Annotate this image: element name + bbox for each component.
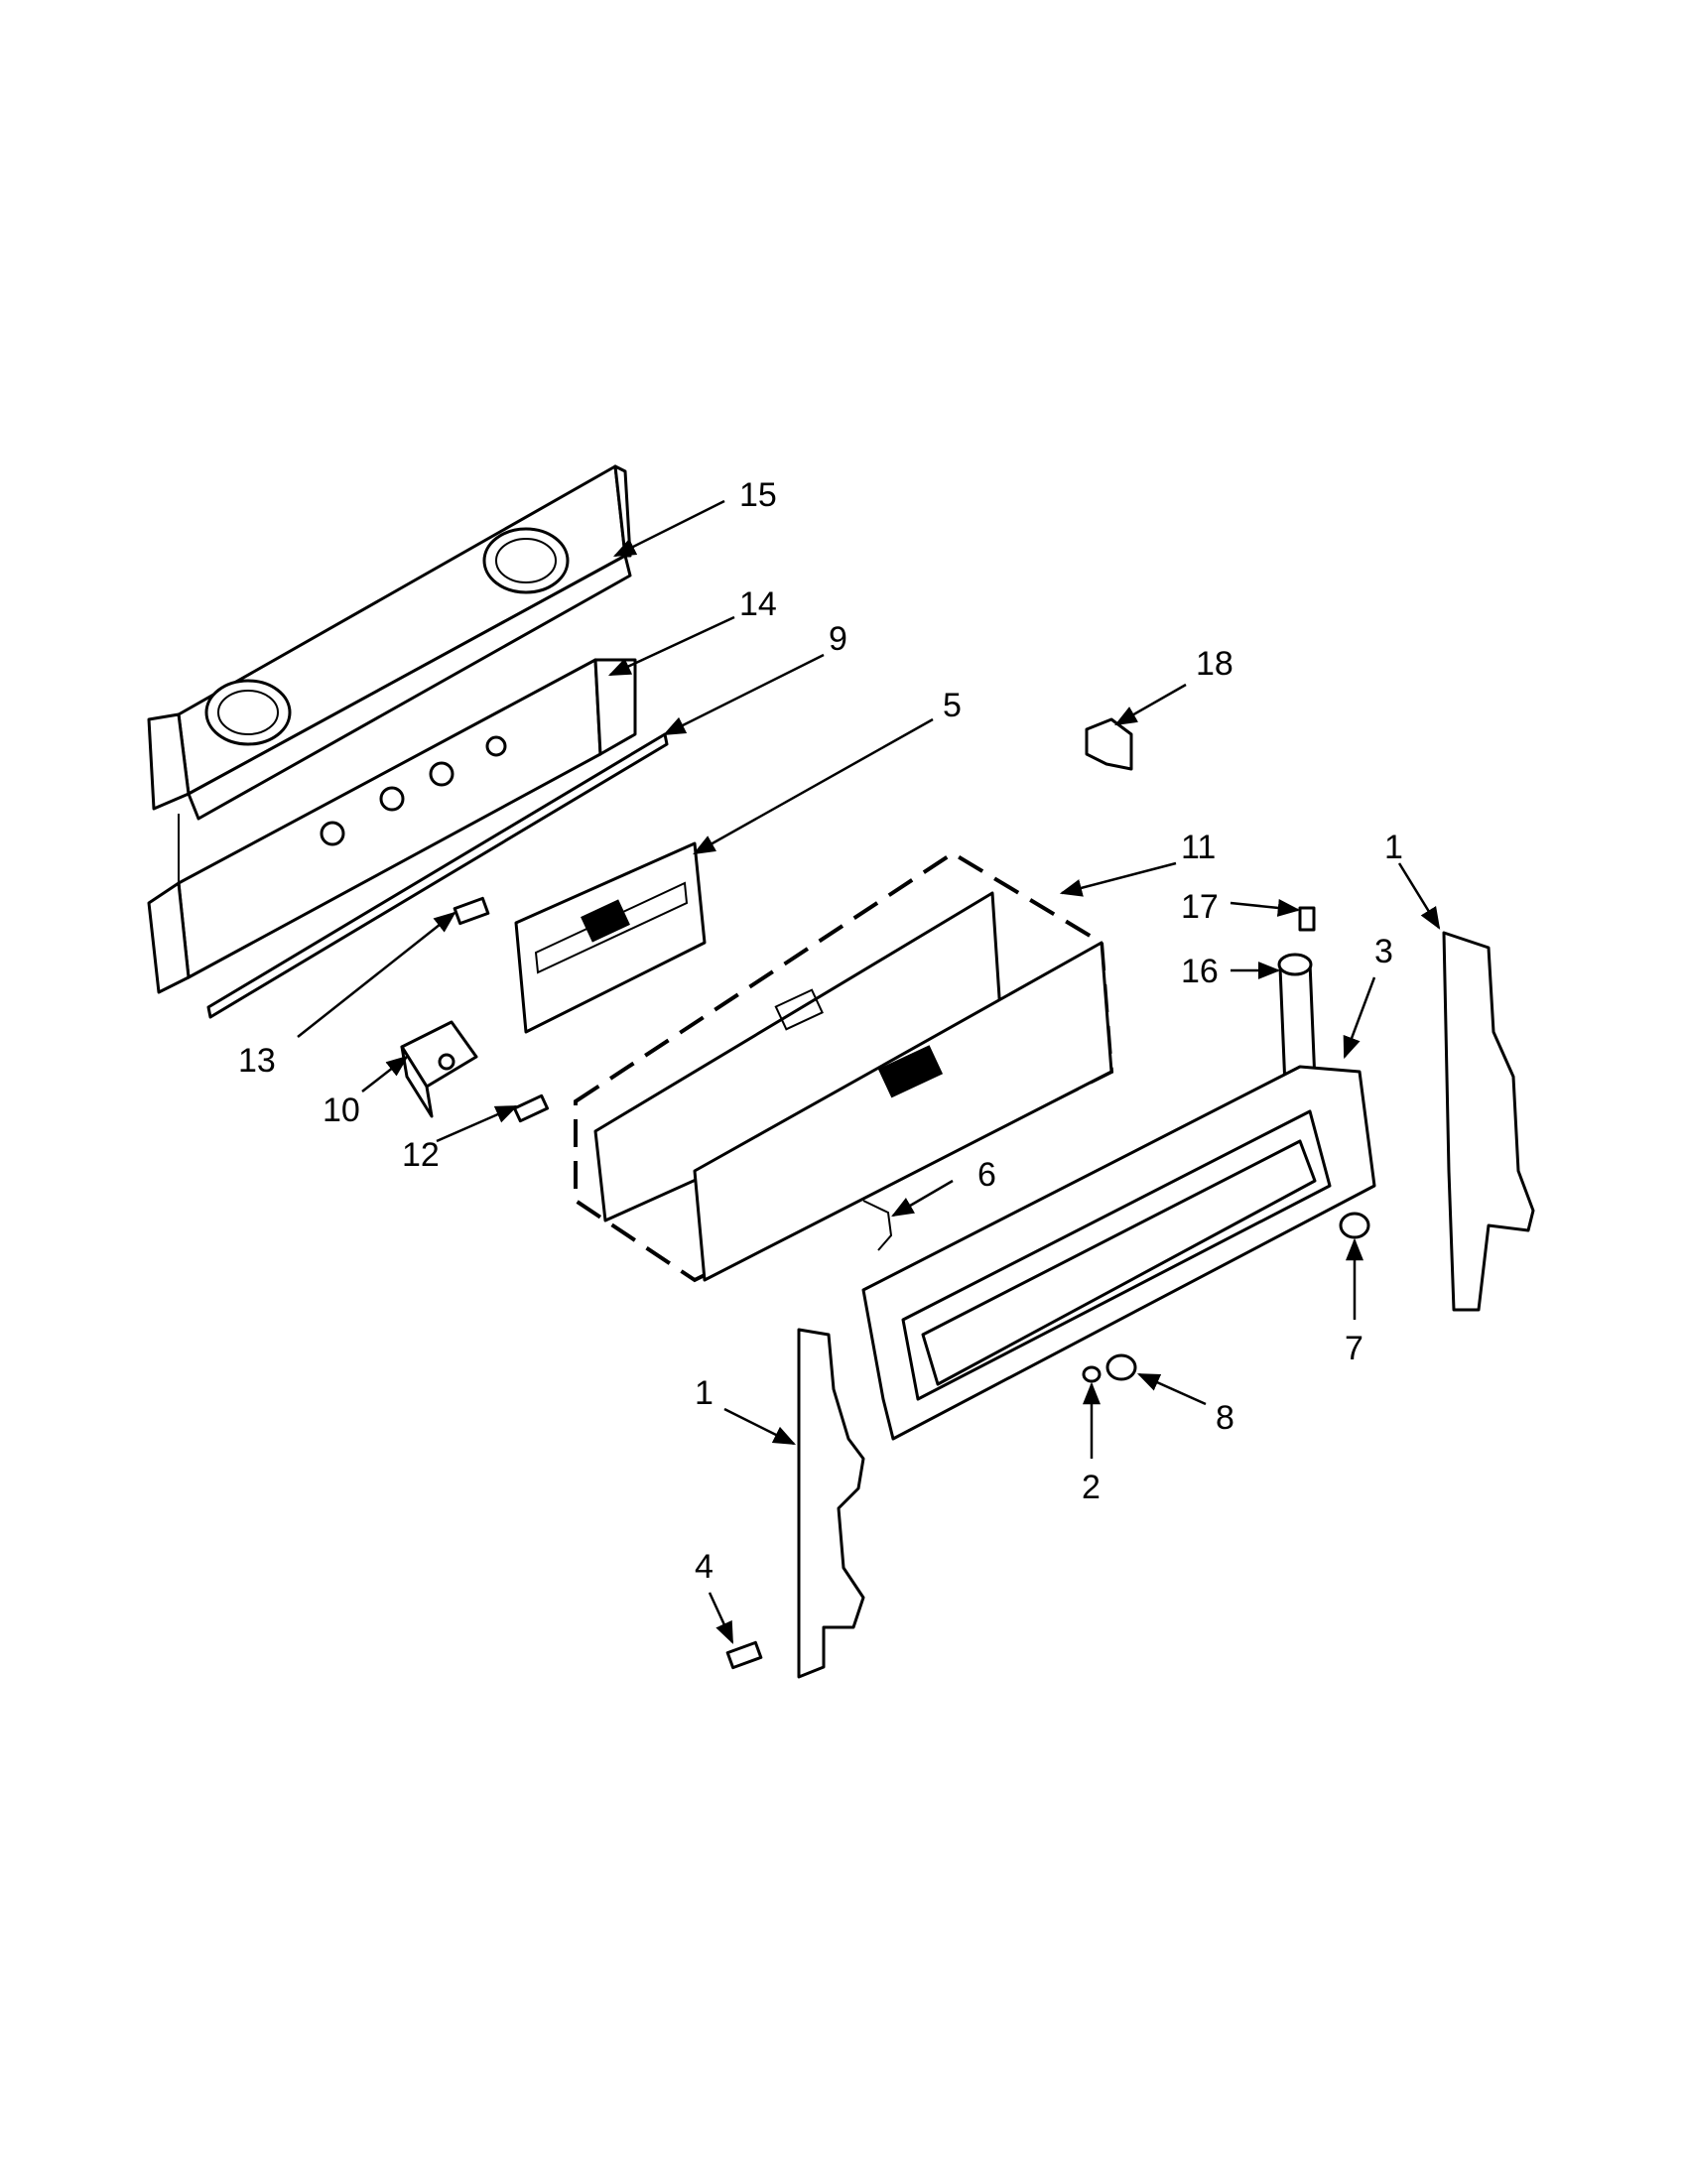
callout-14: 14 [739, 585, 777, 623]
callout-2: 2 [1082, 1469, 1101, 1506]
part-5-control-board [514, 841, 707, 1034]
part-8-knob [1105, 1353, 1137, 1381]
part-10-switch-box [400, 1020, 478, 1118]
part-18-block [1085, 717, 1133, 771]
part-1-side-trim-right [1442, 931, 1535, 1312]
callout-17: 17 [1181, 888, 1219, 926]
callout-5: 5 [943, 687, 962, 724]
callout-10: 10 [323, 1092, 360, 1129]
callout-1-left: 1 [695, 1374, 714, 1412]
callout-9: 9 [829, 620, 847, 658]
part-4-screw [725, 1640, 763, 1670]
callout-16: 16 [1181, 953, 1219, 990]
part-15-rear-panel [147, 464, 632, 821]
part-1-side-trim-left [797, 1328, 865, 1679]
callout-6: 6 [977, 1156, 996, 1194]
leader-lines [297, 499, 1441, 1645]
part-9-strip [206, 732, 669, 1019]
part-12-screw [512, 1093, 550, 1123]
callout-4: 4 [695, 1548, 714, 1586]
callout-3: 3 [1374, 933, 1393, 970]
part-11-control-panel [574, 850, 1114, 1283]
callout-18: 18 [1196, 645, 1233, 683]
callout-12: 12 [402, 1136, 440, 1174]
part-17-fastener [1298, 906, 1316, 932]
part-7-knob [1339, 1212, 1370, 1239]
part-14-control-bracket [147, 658, 637, 994]
callout-7: 7 [1345, 1330, 1363, 1367]
callout-labels: 15 14 9 5 18 11 17 16 1 3 13 10 12 6 7 1… [238, 476, 1403, 1586]
part-2-screw [1082, 1365, 1102, 1383]
callout-1-right: 1 [1384, 829, 1403, 866]
callout-15: 15 [739, 476, 777, 514]
callout-11: 11 [1181, 829, 1216, 866]
callout-8: 8 [1216, 1399, 1234, 1437]
callout-13: 13 [238, 1042, 276, 1080]
part-6-wire [862, 1200, 893, 1251]
part-13-screw [453, 896, 490, 926]
part-3-console-frame [861, 1065, 1376, 1441]
